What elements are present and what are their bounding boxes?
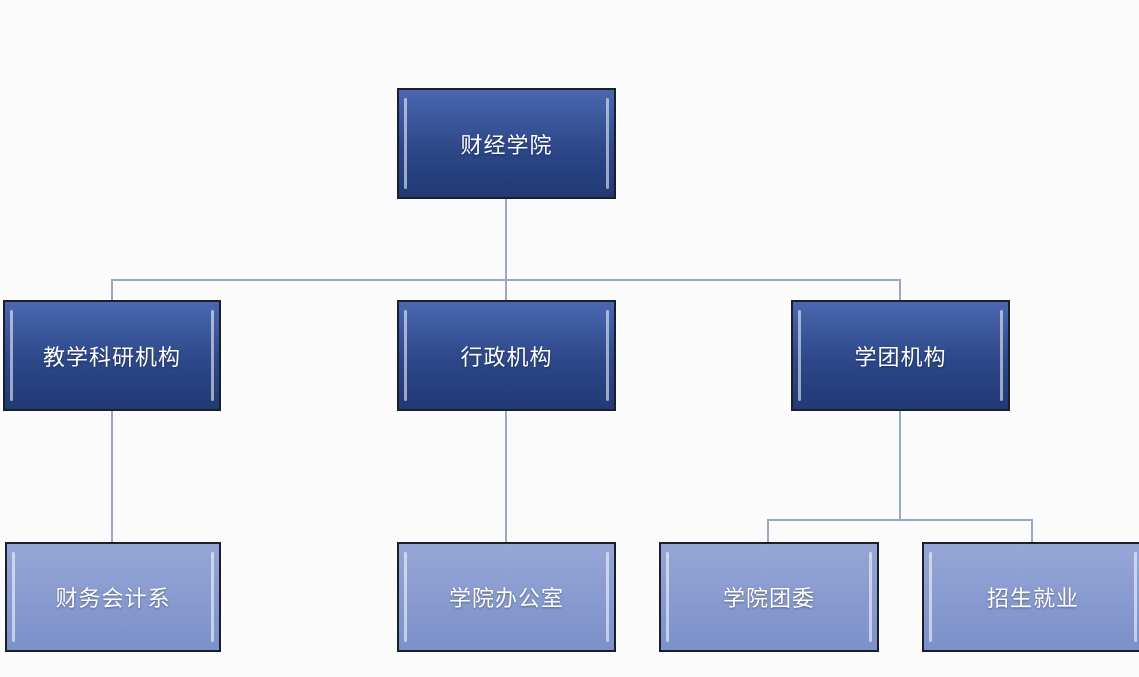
node-label: 财务会计系 [55, 587, 171, 612]
node-label: 学院团委 [722, 587, 815, 612]
node-enrollment-employment: 招生就业 [922, 542, 1139, 652]
node-teaching-research: 教学科研机构 [3, 300, 221, 411]
connector-to-enrollment [1031, 519, 1033, 542]
node-college-office: 学院办公室 [397, 542, 616, 652]
node-label: 学团机构 [854, 345, 947, 371]
node-label: 教学科研机构 [42, 345, 181, 371]
connector-level3-horizontal [767, 519, 1033, 521]
node-student-affairs: 学团机构 [791, 300, 1010, 411]
connector-to-league [767, 519, 769, 542]
node-label: 招生就业 [986, 587, 1079, 612]
connector-teaching-down [111, 410, 113, 542]
node-youth-league: 学院团委 [659, 542, 879, 652]
connector-level2-horizontal [111, 279, 901, 281]
connector-student-down [899, 410, 901, 520]
node-label: 学院办公室 [448, 587, 564, 612]
node-label: 财经学院 [460, 133, 553, 159]
node-root: 财经学院 [397, 88, 616, 199]
connector-admin-down [505, 410, 507, 542]
connector-to-teaching [111, 279, 113, 301]
node-label: 行政机构 [460, 345, 553, 371]
node-administration: 行政机构 [397, 300, 616, 411]
connector-root-down [505, 198, 507, 300]
connector-to-student [899, 279, 901, 301]
node-accounting-dept: 财务会计系 [5, 542, 221, 652]
